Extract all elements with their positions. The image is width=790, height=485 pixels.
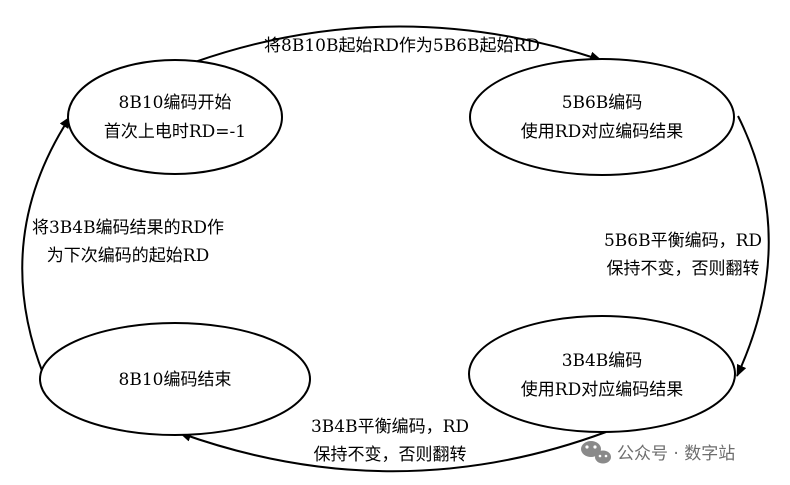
- node-8b10-end-line1: 8B10编码结束: [119, 370, 232, 390]
- watermark: 公众号 · 数字站: [581, 441, 735, 464]
- node-3b4b-encode-line2: 使用RD对应编码结果: [521, 379, 683, 400]
- watermark-text: 公众号 · 数字站: [617, 444, 735, 464]
- edge-start-to-5b6b: [194, 25, 602, 63]
- edge-label-left-line1: 将3B4B编码结果的RD作: [32, 218, 224, 238]
- node-3b4b-encode-line1: 3B4B编码: [562, 351, 643, 371]
- node-5b6b-encode-line2: 使用RD对应编码结果: [521, 121, 683, 142]
- edge-label-left-line2: 为下次编码的起始RD: [47, 246, 209, 266]
- node-8b10-start-line2: 首次上电时RD=-1: [104, 122, 246, 142]
- edge-label-top: 将8B10B起始RD作为5B6B起始RD: [264, 36, 540, 56]
- edge-label-bottom-line1: 3B4B平衡编码，RD: [311, 417, 469, 437]
- edge-label-right-line1: 5B6B平衡编码，RD: [604, 231, 762, 251]
- edge-label-right-line2: 保持不变，否则翻转: [607, 259, 760, 279]
- node-3b4b-encode: 3B4B编码 使用RD对应编码结果: [468, 315, 736, 433]
- edge-end-to-start: [21, 116, 71, 377]
- node-5b6b-encode-line1: 5B6B编码: [562, 93, 643, 113]
- edge-5b6b-to-3b4b: [736, 115, 770, 377]
- node-8b10-start: 8B10编码开始 首次上电时RD=-1: [67, 59, 283, 175]
- wechat-icon: [581, 441, 611, 464]
- edge-3b4b-to-end: [179, 431, 607, 473]
- node-8b10-end: 8B10编码结束: [39, 322, 311, 436]
- node-5b6b-encode: 5B6B编码 使用RD对应编码结果: [469, 58, 735, 176]
- edge-label-bottom-line2: 保持不变，否则翻转: [314, 445, 467, 465]
- node-8b10-start-line1: 8B10编码开始: [119, 93, 232, 113]
